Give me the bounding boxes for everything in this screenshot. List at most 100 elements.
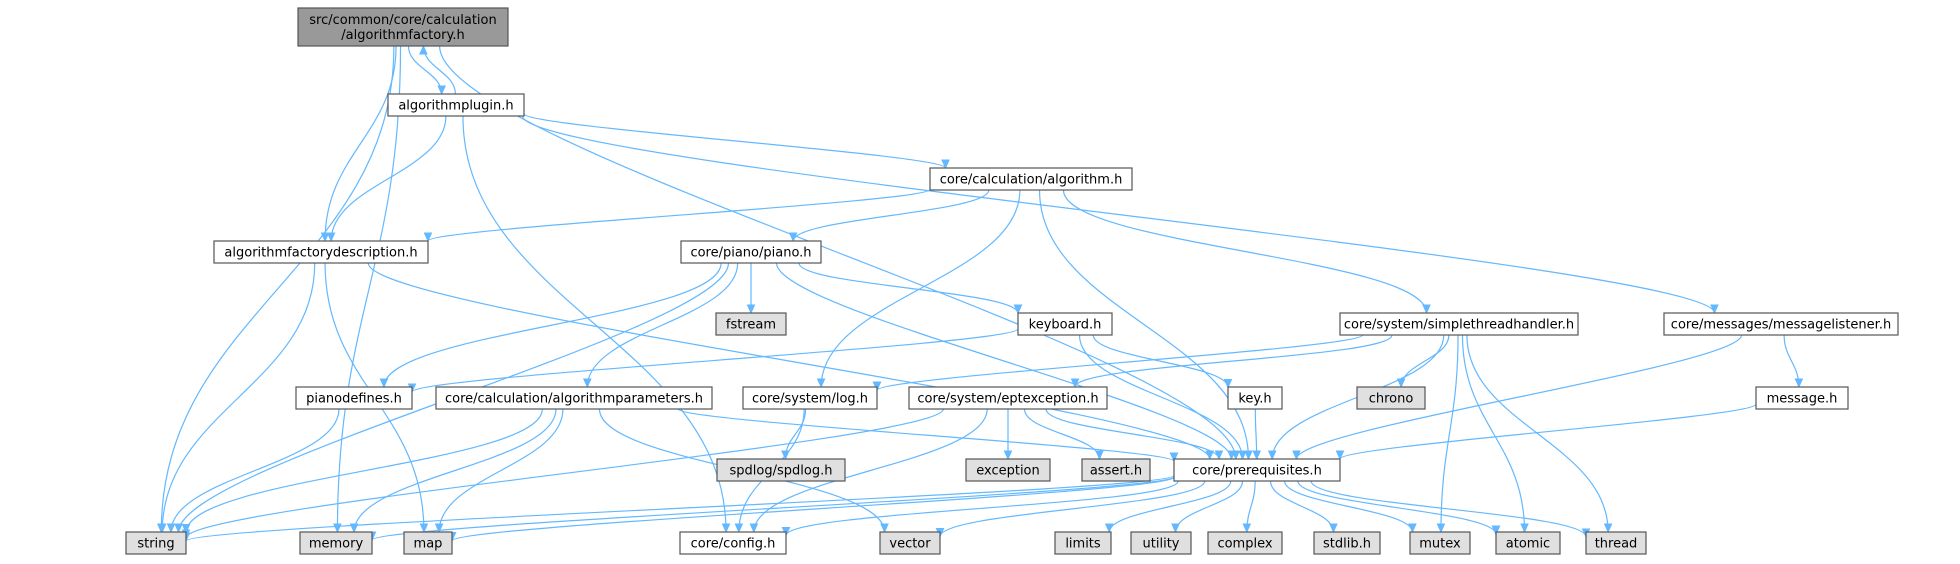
edge-root-to-string (161, 45, 395, 532)
edge-root-to-memory (337, 45, 402, 532)
node-stdlib: stdlib.h (1313, 531, 1381, 555)
node-assert: assert.h (1081, 458, 1151, 482)
edge-prereq-to-map (452, 476, 1175, 541)
node-mutex-label: mutex (1419, 537, 1461, 552)
edge-prereq-to-memory (372, 476, 1175, 541)
node-chrono-label: chrono (1369, 392, 1414, 407)
edge-prereq-to-limits (1109, 480, 1232, 532)
node-chrono-box (1356, 386, 1426, 410)
node-piano[interactable]: core/piano/piano.h (680, 240, 822, 264)
edge-piano-to-prereq (775, 262, 1232, 459)
edge-ap-to-map (439, 408, 564, 532)
edge-ept-to-prereq (1045, 408, 1219, 459)
node-thread-box (1585, 531, 1647, 555)
node-ap-label: core/calculation/algorithmparameters.h (445, 392, 703, 407)
edge-ap-to-string (186, 408, 543, 533)
node-stdlib-box (1313, 531, 1381, 555)
edge-sth-to-ept (1075, 334, 1393, 387)
edge-piano-to-pd (384, 262, 722, 387)
edge-prereq-to-vector (940, 480, 1206, 537)
node-root[interactable]: src/common/core/calculation/algorithmfac… (297, 7, 509, 47)
node-utility-box (1130, 531, 1192, 555)
edge-algo-to-afd (428, 188, 931, 241)
edge-keyboard-to-key (1092, 334, 1228, 387)
edge-prereq-to-atomic (1297, 480, 1496, 534)
node-spdlog-label: spdlog/spdlog.h (730, 464, 833, 479)
nodes-layer: src/common/core/calculation/algorithmfac… (125, 7, 1899, 555)
node-plugin[interactable]: algorithmplugin.h (387, 93, 525, 117)
node-thread-label: thread (1595, 537, 1638, 552)
edge-key-to-prereq (1255, 408, 1256, 459)
node-fstream-box (715, 312, 787, 336)
edge-sth-to-log (877, 334, 1364, 390)
node-ept[interactable]: core/system/eptexception.h (908, 386, 1108, 410)
node-algo[interactable]: core/calculation/algorithm.h (929, 167, 1133, 191)
edge-algo-to-prereq (1038, 189, 1249, 459)
edge-ept-to-assert (1023, 408, 1100, 459)
node-ap-box (435, 386, 713, 410)
node-pd-box (295, 386, 413, 410)
node-keyboard-box (1017, 312, 1113, 336)
node-stdlib-label: stdlib.h (1323, 537, 1371, 552)
edge-sth-to-mutex (1441, 334, 1459, 532)
edge-plugin-to-root (423, 46, 456, 95)
node-pd-label: pianodefines.h (306, 392, 402, 407)
edge-root-to-afd (325, 45, 397, 241)
edge-prereq-to-mutex (1283, 480, 1413, 532)
node-thread: thread (1585, 531, 1647, 555)
edge-sth-to-thread (1466, 334, 1608, 532)
node-complex: complex (1207, 531, 1283, 555)
node-sth[interactable]: core/system/simplethreadhandler.h (1339, 312, 1579, 336)
node-config-box (679, 531, 787, 555)
node-config[interactable]: core/config.h (679, 531, 787, 555)
node-keyboard-label: keyboard.h (1029, 318, 1102, 333)
node-memory-box (299, 531, 373, 555)
edge-algo-to-log (821, 189, 1021, 387)
edge-plugin-to-ml (521, 115, 1715, 313)
edge-prereq-to-stdlib (1269, 480, 1334, 532)
node-assert-label: assert.h (1090, 464, 1142, 479)
node-root-label: src/common/core/calculation (309, 13, 497, 28)
node-chrono: chrono (1356, 386, 1426, 410)
node-afd[interactable]: algorithmfactorydescription.h (213, 240, 429, 264)
edge-plugin-to-afd (331, 115, 447, 241)
node-pd[interactable]: pianodefines.h (295, 386, 413, 410)
node-key-label: key.h (1238, 392, 1271, 407)
node-map-box (403, 531, 453, 555)
edge-prereq-to-complex (1247, 480, 1256, 532)
edge-ap-to-prereq (677, 408, 1174, 461)
node-memory: memory (299, 531, 373, 555)
node-spdlog-box (716, 458, 846, 482)
node-message[interactable]: message.h (1755, 386, 1849, 410)
node-atomic-label: atomic (1506, 537, 1550, 552)
node-exception-box (965, 458, 1051, 482)
node-ap[interactable]: core/calculation/algorithmparameters.h (435, 386, 713, 410)
node-root-box (297, 7, 509, 47)
node-piano-box (680, 240, 822, 264)
node-ept-box (908, 386, 1108, 410)
node-key[interactable]: key.h (1227, 386, 1283, 410)
node-key-box (1227, 386, 1283, 410)
node-log[interactable]: core/system/log.h (742, 386, 878, 410)
edge-piano-to-ap (587, 262, 739, 387)
node-exception-label: exception (976, 464, 1040, 479)
node-ml[interactable]: core/messages/messagelistener.h (1663, 312, 1899, 336)
node-message-box (1755, 386, 1849, 410)
node-sth-box (1339, 312, 1579, 336)
edge-keyboard-to-pd (412, 328, 1019, 392)
node-map: map (403, 531, 453, 555)
node-limits: limits (1054, 531, 1112, 555)
node-limits-box (1054, 531, 1112, 555)
node-memory-label: memory (309, 537, 364, 552)
edge-afd-to-prereq (367, 262, 1210, 459)
edge-sth-to-atomic (1461, 334, 1524, 532)
node-keyboard[interactable]: keyboard.h (1017, 312, 1113, 336)
node-prereq[interactable]: core/prerequisites.h (1173, 458, 1341, 482)
node-ml-box (1663, 312, 1899, 336)
edge-afd-to-string (162, 262, 316, 532)
edge-prereq-to-config (786, 480, 1179, 536)
node-algo-label: core/calculation/algorithm.h (940, 173, 1123, 188)
node-mutex-box (1409, 531, 1471, 555)
edge-piano-to-keyboard (798, 262, 1018, 313)
edge-plugin-to-config (462, 115, 726, 532)
